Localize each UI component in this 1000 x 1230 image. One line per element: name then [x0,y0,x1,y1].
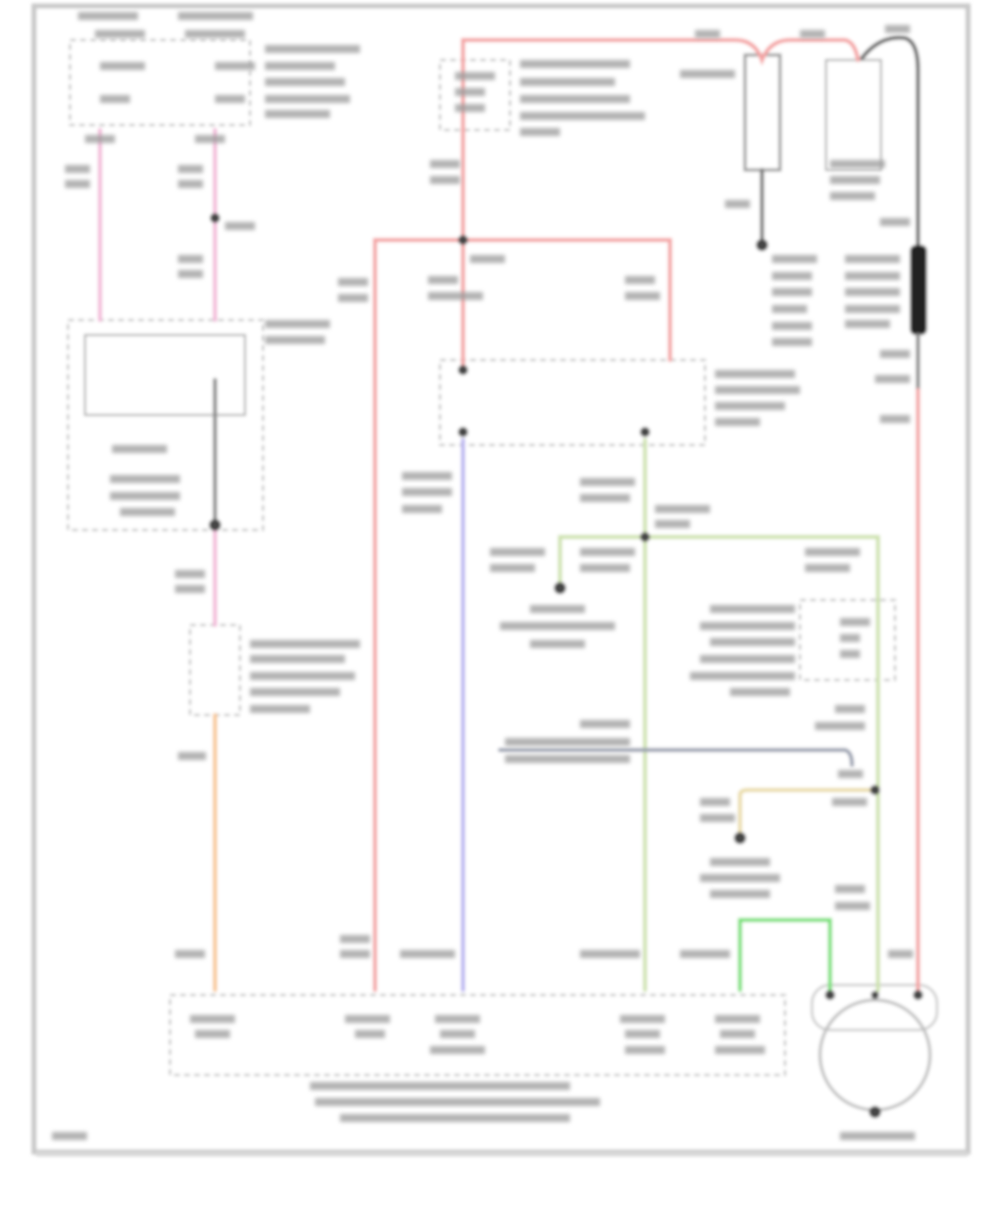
fusible-link [910,245,927,335]
wire-tan [738,788,877,837]
fusible-link-box [825,59,882,171]
ignition-switch-box [69,39,251,126]
wire-light-green [558,438,880,992]
blurred-labels [52,12,915,1140]
fuse-box [439,59,511,131]
wire-battery-feed-loop [373,238,672,992]
wire-gray [498,748,854,767]
diagram-frame [31,3,971,1155]
wire-black-fusible [860,35,920,247]
wire-green [738,918,832,992]
instrument-cluster-box [67,319,264,531]
relay-box [439,359,706,446]
power-distribution-box [799,599,896,681]
wire-battery-feed-top [461,38,860,372]
generator-connector [811,984,938,1031]
powertrain-control-module [169,994,786,1076]
charge-indicator [84,334,246,416]
